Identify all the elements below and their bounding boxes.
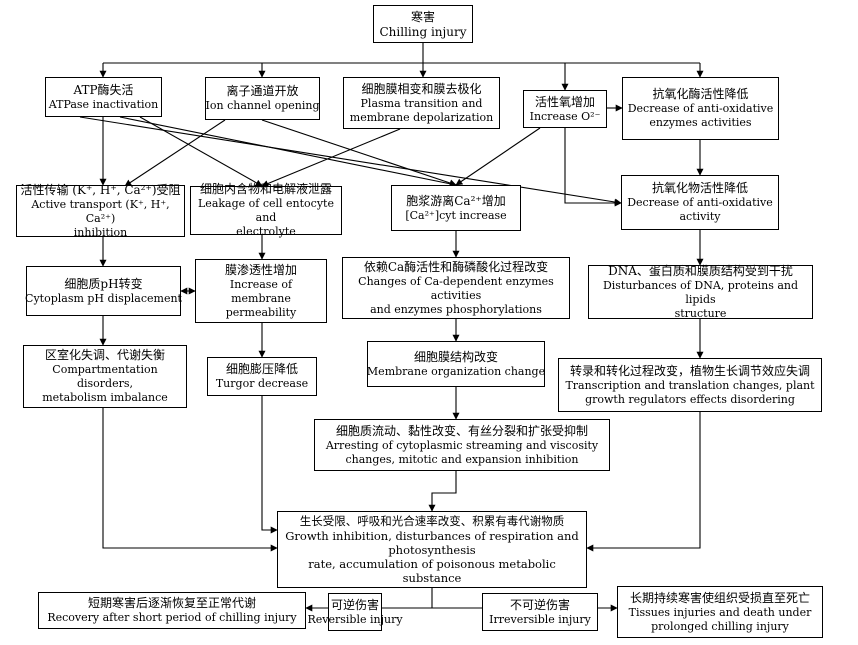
transcription-zh: 转录和转化过程改变，植物生长调节效应失调	[569, 363, 810, 378]
turgor-decrease-box: 细胞膨压降低 Turgor decrease	[207, 357, 317, 396]
ros-increase-box: 活性氧增加 Increase O²⁻	[523, 90, 607, 128]
turgor-zh: 细胞膨压降低	[225, 362, 298, 376]
cytoplasm-ph-zh: 细胞质pH转变	[64, 276, 143, 291]
recovery-box: 短期寒害后逐渐恢复至正常代谢 Recovery after short peri…	[38, 592, 306, 629]
cytosolic-calcium-zh: 胞浆游离Ca²⁺增加	[406, 193, 506, 208]
transcription-en: Transcription and translation changes, p…	[565, 378, 815, 406]
antioxidant-activity-decrease-box: 抗氧化物活性降低 Decrease of anti-oxidative acti…	[621, 175, 779, 230]
cytoplasm-ph-displacement-box: 细胞质pH转变 Cytoplasm pH displacement	[25, 266, 182, 316]
active-transport-inhibition-box: 活性传输 (K⁺, H⁺, Ca²⁺)受阻 Active transport (…	[16, 182, 185, 239]
plasma-membrane-en: Plasma transition and membrane depolariz…	[349, 96, 494, 124]
plasma-membrane-zh: 细胞膜相变和膜去极化	[361, 81, 482, 96]
growth-inhibition-en: Growth inhibition, disturbances of respi…	[285, 529, 579, 585]
membrane-permeability-increase-box: 膜渗透性增加 Increase of membrane permeability	[195, 259, 327, 323]
cytosolic-calcium-en: [Ca²⁺]cyt increase	[405, 208, 507, 222]
chilling-injury-zh: 寒害	[410, 9, 435, 24]
membrane-organization-zh: 细胞膜结构改变	[413, 349, 498, 364]
irreversible-en: Irreversible injury	[489, 612, 591, 626]
tissue-death-zh: 长期持续寒害使组织受损直至死亡	[629, 590, 810, 605]
reversible-en: Reversible injury	[307, 612, 403, 626]
chilling-injury-box: 寒害 Chilling injury	[373, 5, 473, 43]
compartmentation-disorder-box: 区室化失调、代谢失衡 Compartmentation disorders, m…	[23, 345, 187, 408]
ion-channel-zh: 离子通道开放	[226, 84, 299, 98]
compartmentation-zh: 区室化失调、代谢失衡	[44, 348, 165, 362]
transcription-translation-change-box: 转录和转化过程改变，植物生长调节效应失调 Transcription and t…	[558, 358, 822, 412]
ca-dependent-enzymes-box: 依赖Ca酶活性和酶磷酸化过程改变 Changes of Ca-dependent…	[342, 257, 570, 319]
cell-leakage-en: Leakage of cell entocyte and electrolyte	[198, 197, 334, 238]
atpase-zh: ATP酶失活	[73, 82, 134, 97]
membrane-organization-en: Membrane organization change	[366, 364, 546, 378]
active-transport-en: Active transport (K⁺, H⁺, Ca²⁺) inhibiti…	[31, 197, 170, 239]
cytoplasm-ph-en: Cytoplasm pH displacement	[25, 291, 182, 305]
membrane-organization-change-box: 细胞膜结构改变 Membrane organization change	[367, 341, 545, 387]
tissue-death-box: 长期持续寒害使组织受损直至死亡 Tissues injuries and dea…	[617, 586, 823, 638]
chilling-injury-en: Chilling injury	[379, 24, 467, 39]
antioxidant-activity-zh: 抗氧化物活性降低	[651, 181, 748, 195]
turgor-en: Turgor decrease	[215, 377, 309, 390]
dna-protein-lipid-disturbance-box: DNA、蛋白质和膜质结构受到干扰 Disturbances of DNA, pr…	[588, 263, 813, 320]
cytoplasmic-streaming-en: Arresting of cytoplasmic streaming and v…	[325, 438, 599, 466]
reversible-zh: 可逆伤害	[331, 597, 380, 612]
cytosolic-calcium-increase-box: 胞浆游离Ca²⁺增加 [Ca²⁺]cyt increase	[391, 185, 521, 231]
ros-zh: 活性氧增加	[534, 94, 595, 109]
cytoplasmic-streaming-arrest-box: 细胞质流动、黏性改变、有丝分裂和扩张受抑制 Arresting of cytop…	[314, 419, 610, 471]
ca-dependent-enzymes-en: Changes of Ca-dependent enzymes activiti…	[358, 274, 554, 316]
antioxidant-enzyme-en: Decrease of anti-oxidative enzymes activ…	[627, 102, 774, 129]
plasma-membrane-depolarization-box: 细胞膜相变和膜去极化 Plasma transition and membran…	[343, 77, 500, 129]
recovery-zh: 短期寒害后逐渐恢复至正常代谢	[87, 596, 256, 610]
reversible-injury-box: 可逆伤害 Reversible injury	[307, 593, 403, 631]
tissue-death-en: Tissues injuries and death under prolong…	[628, 605, 812, 633]
ros-en: Increase O²⁻	[529, 109, 601, 123]
irreversible-injury-box: 不可逆伤害 Irreversible injury	[482, 593, 598, 631]
growth-inhibition-zh: 生长受限、呼吸和光合速率改变、积累有毒代谢物质	[299, 514, 565, 528]
antioxidant-enzyme-zh: 抗氧化酶活性降低	[652, 87, 749, 101]
ca-dependent-enzymes-zh: 依赖Ca酶活性和酶磷酸化过程改变	[363, 259, 549, 274]
dna-disturbance-en: Disturbances of DNA, proteins and lipids…	[602, 278, 799, 320]
membrane-permeability-en: Increase of membrane permeability	[225, 277, 297, 319]
membrane-permeability-zh: 膜渗透性增加	[224, 262, 297, 277]
cell-leakage-zh: 细胞内含物和电解液泄露	[199, 182, 332, 196]
ion-channel-en: Ion channel opening	[205, 99, 320, 112]
cytoplasmic-streaming-zh: 细胞质流动、黏性改变、有丝分裂和扩张受抑制	[335, 423, 588, 438]
growth-inhibition-box: 生长受限、呼吸和光合速率改变、积累有毒代谢物质 Growth inhibitio…	[277, 511, 587, 588]
compartmentation-en: Compartmentation disorders, metabolism i…	[42, 363, 168, 404]
antioxidant-enzyme-decrease-box: 抗氧化酶活性降低 Decrease of anti-oxidative enzy…	[622, 77, 779, 140]
antioxidant-activity-en: Decrease of anti-oxidative activity	[627, 196, 773, 223]
atpase-en: ATPase inactivation	[48, 97, 159, 111]
recovery-en: Recovery after short period of chilling …	[47, 611, 297, 624]
irreversible-zh: 不可逆伤害	[509, 597, 570, 612]
cell-leakage-box: 细胞内含物和电解液泄露 Leakage of cell entocyte and…	[190, 182, 342, 238]
ion-channel-opening-box: 离子通道开放 Ion channel opening	[205, 77, 320, 120]
active-transport-zh: 活性传输 (K⁺, H⁺, Ca²⁺)受阻	[20, 182, 181, 197]
atpase-inactivation-box: ATP酶失活 ATPase inactivation	[45, 77, 162, 117]
dna-disturbance-zh: DNA、蛋白质和膜质结构受到干扰	[608, 263, 793, 278]
